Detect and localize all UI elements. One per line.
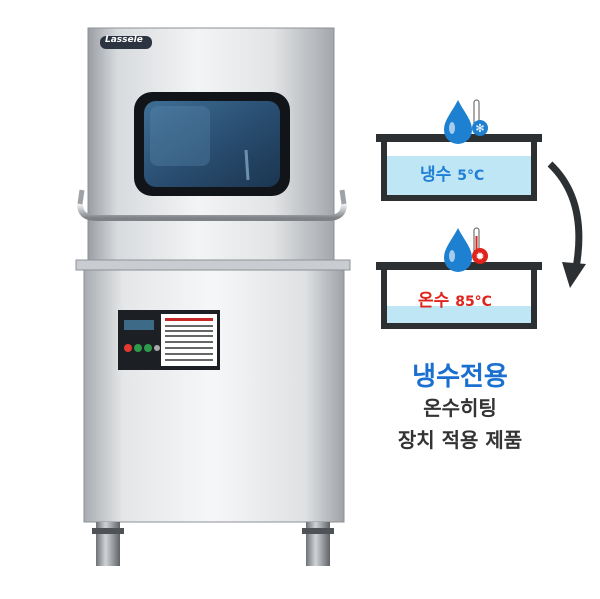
dishwasher	[75, 27, 351, 566]
curved-arrow-icon	[540, 150, 600, 300]
cold-label: 냉수	[420, 165, 452, 185]
feature-headline: 냉수전용	[412, 362, 508, 392]
hot-temp: 85°C	[455, 294, 492, 310]
hot-water-drop-icon: ✹	[438, 226, 494, 276]
cold-water-drop-icon: ✻	[438, 98, 494, 148]
svg-text:✻: ✻	[475, 122, 484, 135]
hot-tank-label: 온수 85°C	[418, 286, 538, 311]
cold-temp: 5°C	[457, 168, 485, 184]
feature-line-1: 온수히팅	[423, 396, 497, 420]
svg-text:✹: ✹	[475, 250, 484, 263]
cold-tank-label: 냉수 5°C	[420, 160, 530, 185]
hot-label: 온수	[418, 291, 450, 311]
brand-logo: Lassele	[105, 35, 143, 45]
feature-line-2: 장치 적용 제품	[397, 428, 523, 452]
